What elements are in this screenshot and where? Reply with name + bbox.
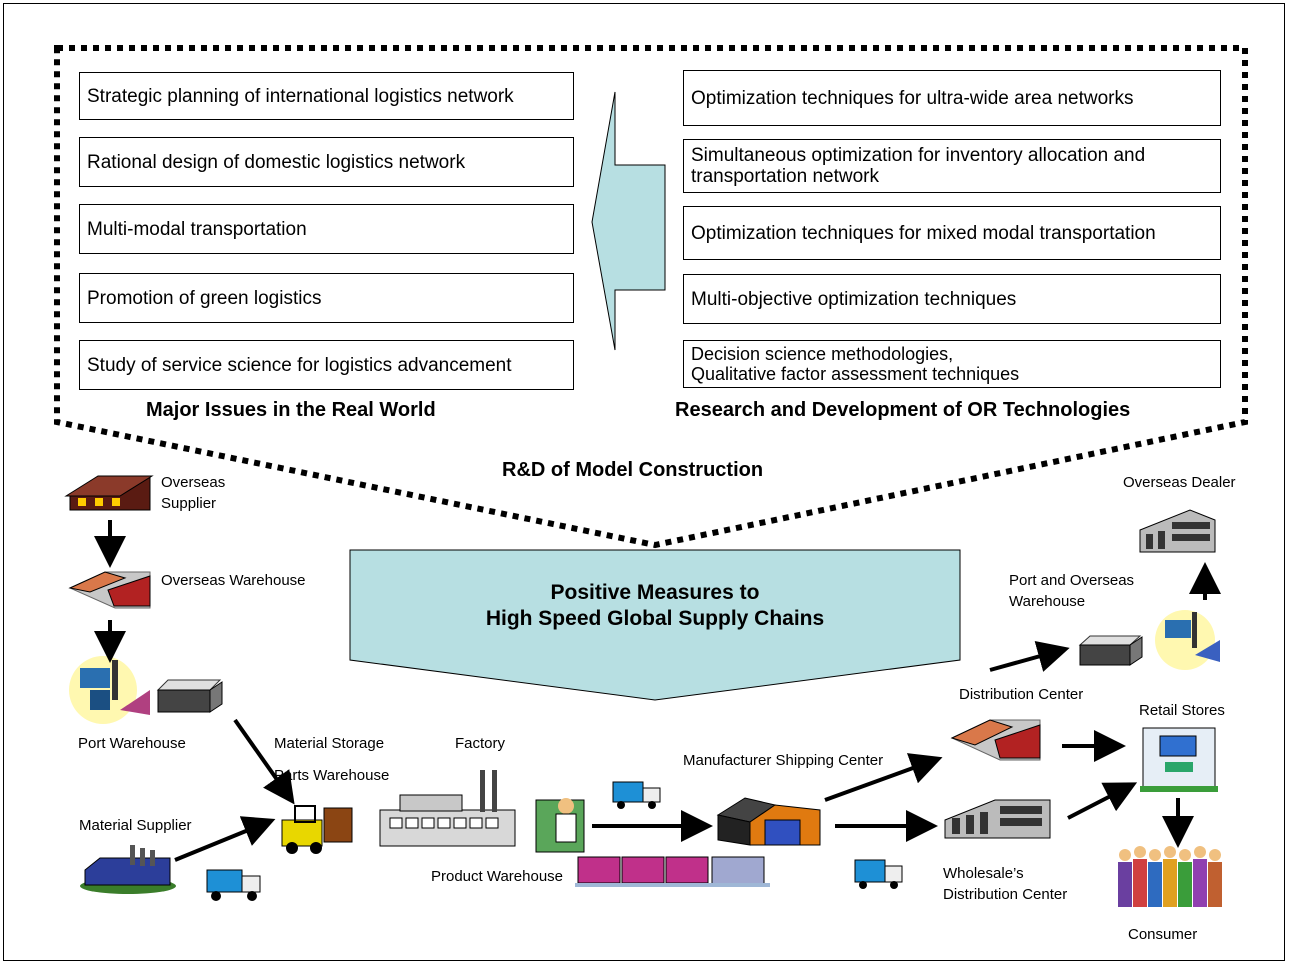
research-box: Multi-objective optimization techniques [683, 274, 1221, 324]
label-factory: Factory [455, 735, 506, 752]
issue-box: Promotion of green logistics [79, 273, 574, 323]
truck-icon [206, 869, 261, 901]
label-line: Wholesale’s [943, 865, 1024, 882]
label-line: Overseas [161, 474, 226, 491]
label-port-warehouse: Port Warehouse [78, 735, 186, 752]
label-distribution-center: Distribution Center [959, 686, 1084, 703]
label-wholesale-dc: Wholesale’s Distribution Center [943, 863, 1067, 905]
shipping-center-icon [716, 797, 821, 846]
label-line: Supplier [161, 495, 217, 512]
port-overseas-warehouse-icon [1078, 635, 1143, 666]
label-overseas-supplier: Overseas Supplier [161, 472, 225, 514]
arrow-wholesale-to-retail [1067, 782, 1138, 820]
diagram-frame [3, 3, 1285, 961]
issue-text: Study of service science for logistics a… [87, 354, 512, 376]
issue-box: Rational design of domestic logistics ne… [79, 137, 574, 187]
label-overseas-warehouse: Overseas Warehouse [161, 572, 306, 589]
center-down-arrow-shape [349, 549, 961, 701]
research-text-line1: Optimization techniques for ultra-wide a… [691, 87, 1134, 109]
research-text-line1: Multi-objective optimization techniques [691, 288, 1017, 310]
truck-icon-3 [854, 859, 903, 889]
port-crane-icon [69, 656, 150, 724]
issue-box: Study of service science for logistics a… [79, 340, 574, 390]
arrow-distribution-to-port [989, 641, 1070, 672]
issue-text: Multi-modal transportation [87, 218, 307, 240]
label-line: Distribution Center [943, 886, 1068, 903]
label-retail-stores: Retail Stores [1139, 702, 1225, 719]
overseas-warehouse-icon [68, 571, 151, 609]
research-text-line1: Optimization techniques for mixed modal … [691, 222, 1156, 244]
wholesale-center-icon [944, 799, 1051, 839]
issues-heading: Major Issues in the Real World [146, 399, 436, 421]
material-supplier-icon [80, 845, 176, 894]
research-text-line1: Decision science methodologies, [691, 344, 954, 364]
distribution-center-icon [950, 719, 1041, 761]
research-text-line2: Qualitative factor assessment techniques [691, 364, 1020, 384]
model-construction-title: R&D of Model Construction [502, 459, 764, 481]
issue-text: Strategic planning of international logi… [87, 85, 514, 107]
label-material-supplier: Material Supplier [79, 817, 192, 834]
center-line2: High Speed Global Supply Chains [485, 607, 825, 630]
label-parts-warehouse: Parts Warehouse [274, 767, 390, 784]
port-warehouse-icon [156, 679, 223, 713]
issue-box: Multi-modal transportation [79, 204, 574, 254]
consumer-crowd-icon [1118, 846, 1222, 907]
freight-train-icon [575, 856, 770, 887]
research-heading: Research and Development of OR Technolog… [675, 399, 1131, 421]
issue-box: Strategic planning of international logi… [79, 72, 574, 120]
label-product-warehouse: Product Warehouse [431, 868, 564, 885]
arrow-supplier-to-storage [174, 816, 276, 862]
issue-text: Rational design of domestic logistics ne… [87, 151, 466, 173]
issue-text: Promotion of green logistics [87, 287, 322, 309]
worker-icon [535, 798, 585, 853]
truck-icon-2 [612, 781, 661, 809]
arrow-port-to-storage [233, 718, 295, 805]
overseas-supplier-icon [64, 475, 154, 511]
research-text-line2: transportation network [691, 166, 879, 187]
label-overseas-dealer: Overseas Dealer [1123, 474, 1236, 491]
port-crane-icon-2 [1155, 610, 1220, 670]
left-arrow-shape [591, 91, 666, 351]
factory-icon [379, 770, 516, 847]
label-line: Warehouse [1009, 593, 1086, 610]
retail-store-icon [1140, 727, 1218, 792]
label-line: Port and Overseas [1009, 572, 1135, 589]
center-line1: Positive Measures to [550, 581, 760, 604]
forklift-icon [281, 805, 353, 854]
label-material-storage: Material Storage [274, 735, 385, 752]
label-manufacturer-shipping-center: Manufacturer Shipping Center [683, 752, 884, 769]
label-port-overseas-warehouse: Port and Overseas Warehouse [1009, 570, 1134, 612]
research-box: Optimization techniques for mixed modal … [683, 206, 1221, 260]
arrow-shipping-to-distribution [824, 753, 943, 802]
dotted-funnel-border [54, 45, 1248, 549]
label-consumer: Consumer [1128, 926, 1198, 943]
research-text-line1: Simultaneous optimization for inventory … [691, 145, 1146, 166]
research-box: Decision science methodologies,Qualitati… [683, 340, 1221, 388]
research-box: Simultaneous optimization for inventory … [683, 139, 1221, 193]
overseas-dealer-icon [1139, 509, 1216, 553]
center-message: Positive Measures to High Speed Global S… [350, 580, 960, 632]
research-box: Optimization techniques for ultra-wide a… [683, 70, 1221, 126]
